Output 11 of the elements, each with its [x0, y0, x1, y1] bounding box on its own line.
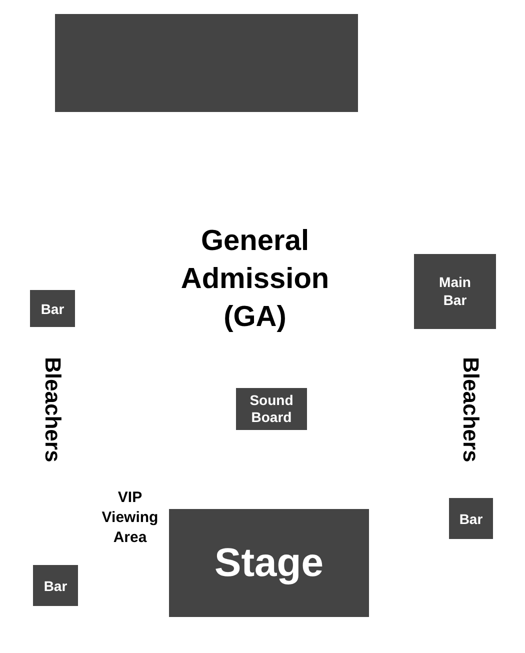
bar-area: Bar [33, 565, 78, 606]
area-label: General Admission (GA) [180, 224, 330, 335]
bar-area: Bar [30, 290, 75, 327]
bar-area: Main Bar [414, 254, 496, 329]
stage-area: Stage [169, 509, 369, 617]
area-label: Bleachers [40, 356, 66, 465]
building-block [55, 14, 358, 112]
area-label: Bleachers [458, 356, 484, 465]
bar-area: Bar [449, 498, 493, 539]
sound-board-area: Sound Board [236, 388, 307, 430]
area-label: VIP Viewing Area [100, 488, 160, 548]
